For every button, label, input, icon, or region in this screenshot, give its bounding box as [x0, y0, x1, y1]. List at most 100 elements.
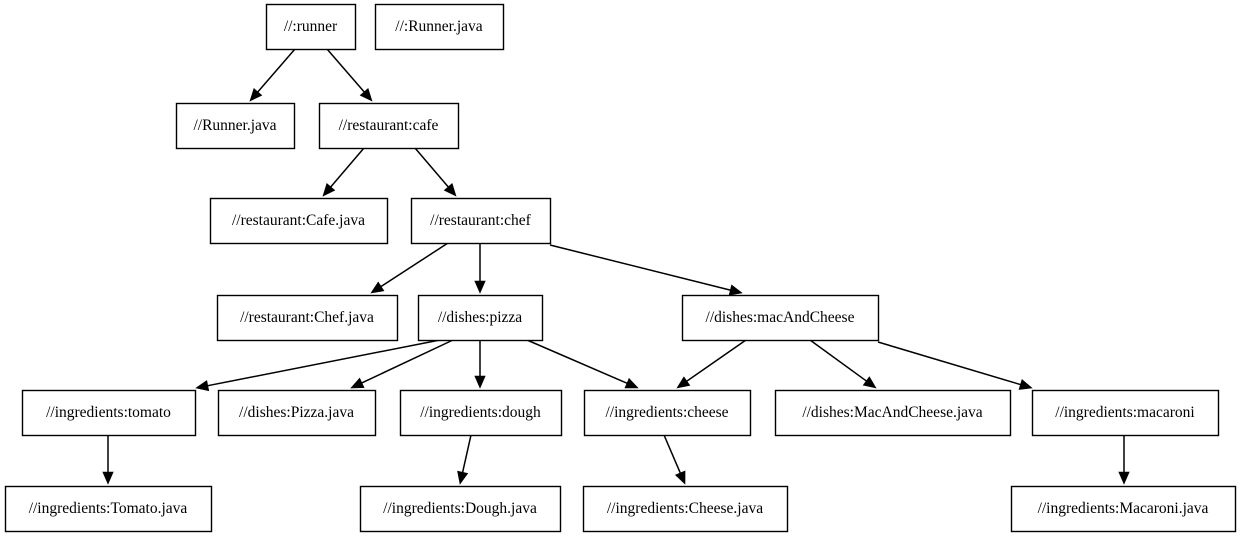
graph-node-restaurant_cafe_java[interactable]: //restaurant:Cafe.java	[209, 197, 389, 245]
graph-node-ing_cheese_java[interactable]: //ingredients:Cheese.java	[582, 485, 789, 533]
node-box[interactable]	[318, 102, 460, 150]
edge-arrowhead-icon	[676, 376, 691, 389]
edge-line	[361, 339, 454, 384]
node-label: //ingredients:Dough.java	[383, 500, 537, 517]
graph-edge	[474, 340, 486, 389]
edge-line	[877, 341, 1021, 386]
graph-node-ing_tomato[interactable]: //ingredients:tomato	[21, 389, 197, 437]
graph-edge	[676, 339, 747, 389]
graph-node-restaurant_chef[interactable]: //restaurant:chef	[410, 197, 552, 245]
node-box[interactable]	[209, 197, 389, 245]
node-label: //ingredients:dough	[420, 404, 541, 421]
node-label: //dishes:macAndCheese	[706, 309, 855, 326]
edge-line	[809, 339, 867, 382]
edge-arrowhead-icon	[1118, 471, 1130, 485]
edge-arrowhead-icon	[249, 87, 263, 102]
node-label: //restaurant:Chef.java	[240, 309, 374, 326]
node-box[interactable]	[265, 3, 357, 51]
graph-node-ing_dough[interactable]: //ingredients:dough	[399, 389, 563, 437]
edge-line	[686, 339, 747, 382]
node-box[interactable]	[175, 102, 296, 150]
node-label: //ingredients:Macaroni.java	[1038, 500, 1209, 517]
node-box[interactable]	[399, 389, 563, 437]
node-box[interactable]	[374, 3, 505, 51]
graph-edge	[326, 48, 373, 102]
graph-edge	[1118, 435, 1130, 485]
node-box[interactable]	[410, 197, 552, 245]
edge-line	[526, 339, 628, 384]
graph-node-dishes_macandcheese[interactable]: //dishes:macAndCheese	[681, 294, 880, 342]
edge-arrowhead-icon	[443, 182, 457, 197]
edge-line	[663, 434, 681, 474]
graph-edge	[549, 244, 743, 296]
graph-edge	[457, 434, 472, 485]
node-label: //ingredients:macaroni	[1055, 404, 1195, 421]
edge-arrowhead-icon	[674, 470, 686, 485]
node-label: //ingredients:cheese	[605, 404, 728, 421]
graph-edge	[249, 48, 296, 102]
graph-node-dishes_pizza[interactable]: //dishes:pizza	[417, 294, 544, 342]
node-box[interactable]	[217, 389, 377, 437]
graph-node-restaurant_chef_java[interactable]: //restaurant:Chef.java	[216, 294, 399, 342]
node-label: //ingredients:Cheese.java	[607, 500, 763, 517]
edge-arrowhead-icon	[350, 377, 365, 389]
node-box[interactable]	[681, 294, 880, 342]
graph-node-runner_java[interactable]: //Runner.java	[175, 102, 296, 150]
edge-arrowhead-icon	[102, 471, 114, 485]
node-label: //ingredients:Tomato.java	[29, 500, 188, 517]
node-box[interactable]	[417, 294, 544, 342]
node-box[interactable]	[21, 389, 197, 437]
edge-line	[380, 242, 449, 288]
node-label: //:runner	[284, 18, 338, 35]
node-label: //dishes:MacAndCheese.java	[802, 404, 982, 421]
graph-edge	[195, 339, 441, 392]
graph-node-ing_macaroni_java[interactable]: //ingredients:Macaroni.java	[1010, 485, 1237, 533]
graph-edge	[474, 243, 486, 294]
graph-node-restaurant_cafe[interactable]: //restaurant:cafe	[318, 102, 460, 150]
edge-line	[207, 339, 441, 387]
node-box[interactable]	[1010, 485, 1237, 533]
node-box[interactable]	[4, 485, 213, 533]
edges-layer	[102, 48, 1130, 485]
edge-arrowhead-icon	[474, 375, 486, 389]
graph-node-dishes_pizza_java[interactable]: //dishes:Pizza.java	[217, 389, 377, 437]
graph-node-ing_cheese[interactable]: //ingredients:cheese	[583, 389, 752, 437]
node-label: //ingredients:tomato	[46, 404, 171, 421]
graph-node-runner[interactable]: //:runner	[265, 3, 357, 51]
graph-edge	[370, 242, 449, 294]
graph-node-ing_dough_java[interactable]: //ingredients:Dough.java	[359, 485, 562, 533]
node-label: //dishes:Pizza.java	[239, 404, 354, 421]
node-box[interactable]	[359, 485, 562, 533]
node-label: //:Runner.java	[395, 18, 483, 35]
node-box[interactable]	[774, 389, 1012, 437]
graph-node-dishes_mac_java[interactable]: //dishes:MacAndCheese.java	[774, 389, 1012, 437]
nodes-layer: //:runner //:Runner.java //Runner.java //re…	[4, 3, 1237, 533]
edge-arrowhead-icon	[1018, 379, 1033, 390]
edge-line	[414, 147, 449, 188]
graph-edge	[350, 339, 454, 389]
node-box[interactable]	[216, 294, 399, 342]
edge-arrowhead-icon	[624, 377, 639, 389]
node-box[interactable]	[583, 389, 752, 437]
graph-node-ing_macaroni[interactable]: //ingredients:macaroni	[1031, 389, 1220, 437]
graph-edge	[809, 339, 877, 389]
edge-arrowhead-icon	[474, 280, 486, 294]
node-label: //dishes:pizza	[438, 309, 522, 326]
edge-line	[326, 48, 365, 93]
edge-line	[257, 48, 296, 93]
node-box[interactable]	[1031, 389, 1220, 437]
graph-edge	[102, 435, 114, 485]
edge-line	[330, 147, 365, 188]
graph-node-ing_tomato_java[interactable]: //ingredients:Tomato.java	[4, 485, 213, 533]
edge-arrowhead-icon	[195, 380, 210, 392]
graph-edge	[877, 341, 1033, 390]
edge-arrowhead-icon	[457, 470, 469, 485]
edge-line	[549, 244, 731, 291]
edge-arrowhead-icon	[359, 87, 373, 102]
node-label: //restaurant:Cafe.java	[232, 212, 365, 229]
graph-node-root_runner_java[interactable]: //:Runner.java	[374, 3, 505, 51]
node-box[interactable]	[582, 485, 789, 533]
node-label: //restaurant:cafe	[339, 117, 439, 134]
graph-edge	[526, 339, 639, 389]
